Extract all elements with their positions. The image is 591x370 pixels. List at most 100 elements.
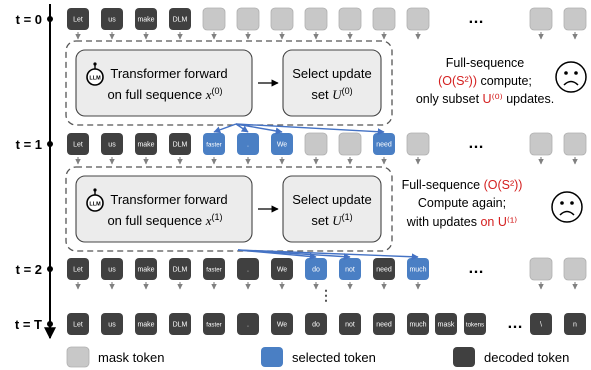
token-text: Let — [73, 17, 83, 24]
dashed-frame — [65, 166, 393, 252]
mask-token — [372, 7, 396, 31]
token-text: need — [376, 322, 392, 329]
decoded-token — [135, 8, 157, 30]
transformer-box — [75, 49, 253, 117]
decoded-token — [339, 313, 361, 335]
transformer-line2: on full sequence x(1) — [107, 212, 222, 228]
transformer-line1: Transformer forward — [110, 66, 227, 81]
dashed-frame — [65, 40, 393, 126]
token-text: faster — [206, 267, 221, 274]
mask-token — [406, 7, 430, 31]
decoded-token — [67, 8, 89, 30]
token-text: need — [376, 142, 392, 149]
note-line: Full-sequence — [446, 56, 525, 70]
mask-token — [529, 7, 553, 31]
llm-badge-text: LLM — [89, 201, 101, 207]
process-block-1: LLM Transformer forward on full sequence x… — [65, 166, 583, 252]
token-text: make — [137, 267, 154, 274]
transformer-line2: on full sequence x(0) — [107, 86, 222, 102]
token-text: make — [137, 322, 154, 329]
selected-token — [305, 258, 327, 280]
selected-token — [373, 133, 395, 155]
token-text: us — [108, 142, 116, 149]
selected-token — [407, 258, 429, 280]
decoded-token — [203, 313, 225, 335]
token-text: not — [345, 322, 355, 329]
decoded-token — [564, 313, 586, 335]
decoded-token — [407, 313, 429, 335]
time-label: t = 0 — [16, 12, 42, 27]
legend-swatch-decoded — [453, 347, 475, 367]
token-text: DLM — [173, 17, 188, 24]
time-tick — [47, 141, 53, 147]
transformer-line1: Transformer forward — [110, 192, 227, 207]
token-text: faster — [206, 322, 221, 329]
token-text: us — [108, 17, 116, 24]
token-text: . — [247, 322, 249, 329]
note-line: Compute again; — [418, 196, 506, 210]
time-tick — [47, 321, 53, 327]
decoded-token — [373, 313, 395, 335]
process-block-0: LLM Transformer forward on full sequence x… — [65, 40, 587, 126]
ellipsis: … — [468, 135, 484, 152]
token-text: make — [137, 142, 154, 149]
token-text: n — [573, 322, 577, 329]
token-text: need — [376, 267, 392, 274]
token-text: make — [137, 17, 154, 24]
token-text: We — [277, 322, 287, 329]
token-text: DLM — [173, 322, 188, 329]
decoded-token — [101, 133, 123, 155]
token-text: do — [312, 267, 320, 274]
decoded-token — [203, 258, 225, 280]
llm-badge-text: LLM — [89, 75, 101, 81]
sad-face-mouth — [563, 80, 579, 86]
token-text: us — [108, 322, 116, 329]
time-label: t = 2 — [16, 262, 42, 277]
decoded-token — [135, 313, 157, 335]
decoded-token — [135, 133, 157, 155]
transition-dots: ⋮ — [319, 287, 333, 303]
mask-token — [270, 7, 294, 31]
ellipsis: … — [468, 260, 484, 277]
sad-face-eye — [564, 71, 568, 75]
legend-label: mask token — [98, 350, 164, 365]
time-label: t = 1 — [16, 137, 42, 152]
token-text: DLM — [173, 142, 188, 149]
time-tick — [47, 16, 53, 22]
decoded-token — [373, 258, 395, 280]
token-text: \ — [540, 322, 542, 329]
mask-token — [202, 7, 226, 31]
select-line1: Select update — [292, 66, 372, 81]
token-text: We — [277, 142, 287, 149]
token-text: Let — [73, 322, 83, 329]
decoded-token — [169, 258, 191, 280]
sad-face-icon — [551, 191, 583, 223]
token-text: faster — [206, 142, 221, 149]
mask-token — [304, 7, 328, 31]
mask-token — [529, 132, 553, 156]
selection-arrow — [213, 123, 237, 134]
mask-token — [338, 7, 362, 31]
decoded-token — [169, 133, 191, 155]
select-box — [282, 175, 382, 243]
selection-arrow — [235, 123, 283, 135]
decoded-token — [101, 258, 123, 280]
decoded-token — [530, 313, 552, 335]
sad-face-eye — [560, 201, 564, 205]
token-text: Let — [73, 267, 83, 274]
legend-label: decoded token — [484, 350, 569, 365]
sad-face-eye — [570, 201, 574, 205]
process-blocks: LLM Transformer forward on full sequence x… — [65, 40, 587, 261]
token-text: us — [108, 267, 116, 274]
token-text: . — [247, 267, 249, 274]
selected-token — [339, 258, 361, 280]
note-line: only subset U⁽⁰⁾ updates. — [416, 92, 554, 106]
decoded-token — [67, 133, 89, 155]
